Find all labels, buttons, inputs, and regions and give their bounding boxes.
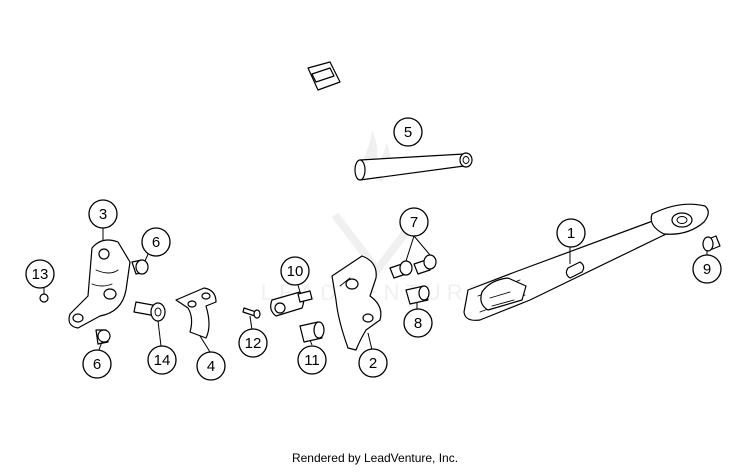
part-12-screw[interactable] (242, 307, 261, 319)
part-5-pin[interactable] (354, 152, 473, 181)
callout-7: 7 (399, 207, 429, 237)
callout-8-number: 8 (414, 315, 422, 332)
callout-11-number: 11 (304, 352, 320, 369)
callout-3: 3 (88, 199, 118, 229)
part-2-bracket-plate[interactable] (331, 255, 382, 351)
footer-credit: Rendered by LeadVenture, Inc. (291, 451, 459, 465)
part-4-small-bracket[interactable] (175, 287, 217, 339)
callout-3-number: 3 (99, 206, 107, 223)
callout-6-upper-number: 6 (152, 234, 160, 251)
callout-2-number: 2 (369, 355, 377, 372)
callout-14: 14 (147, 345, 177, 375)
callout-6-lower: 6 (82, 349, 112, 379)
part-6-bolt-lower[interactable] (95, 329, 111, 345)
callout-6-lower-number: 6 (93, 356, 101, 373)
callout-7-number: 7 (410, 214, 418, 231)
part-10-sensor[interactable] (270, 61, 341, 317)
callout-1: 1 (556, 218, 586, 248)
callout-12: 12 (238, 328, 268, 358)
part-14-shoulder-bolt[interactable] (133, 301, 166, 322)
part-9-bolt[interactable] (702, 235, 721, 252)
part-3-main-bracket[interactable] (68, 239, 131, 329)
callout-10-number: 10 (287, 263, 304, 280)
callout-4: 4 (196, 351, 226, 381)
callout-13: 13 (25, 259, 55, 289)
part-7-bolts[interactable] (389, 254, 437, 279)
callout-5-number: 5 (404, 124, 412, 141)
part-11-spacer[interactable] (299, 321, 325, 343)
callout-13-number: 13 (32, 266, 49, 283)
callout-9-number: 9 (703, 261, 711, 278)
callout-4-number: 4 (207, 358, 215, 375)
callout-14-number: 14 (154, 352, 171, 369)
part-8-sleeve[interactable] (405, 285, 430, 305)
callout-2: 2 (358, 348, 388, 378)
callout-5: 5 (393, 117, 423, 147)
callout-10: 10 (280, 256, 310, 286)
part-1-side-stand[interactable] (463, 203, 709, 321)
callout-6-upper: 6 (141, 227, 171, 257)
callout-1-number: 1 (567, 225, 575, 242)
callout-11: 11 (297, 345, 327, 375)
callout-12-number: 12 (245, 335, 262, 352)
part-6-bolt-upper[interactable] (131, 259, 149, 275)
callout-9: 9 (692, 254, 722, 284)
callout-8: 8 (403, 308, 433, 338)
part-13-nut[interactable] (39, 293, 49, 303)
